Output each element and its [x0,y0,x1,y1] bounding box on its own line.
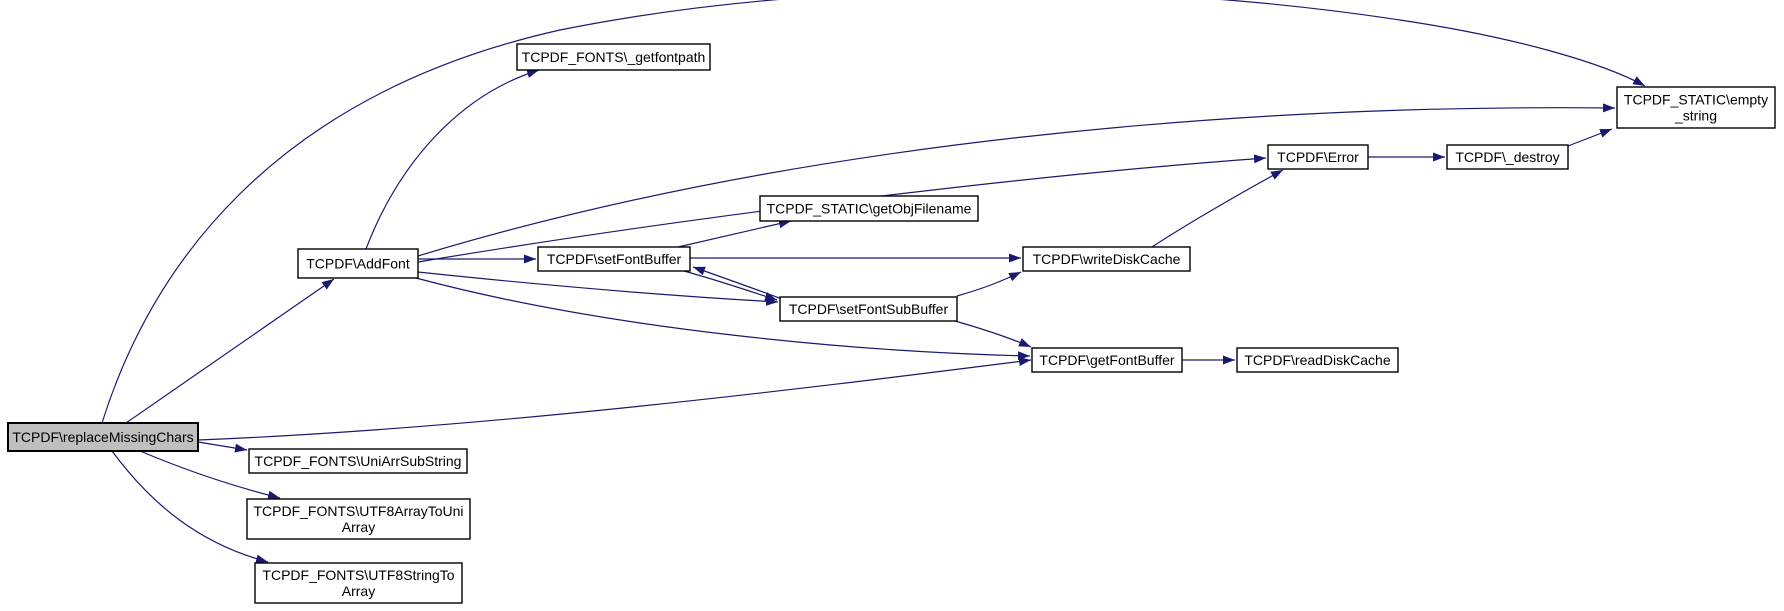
node-box[interactable] [1031,347,1183,373]
node-label: TCPDF_FONTS\UniArrSubString [255,453,462,469]
node-box[interactable] [759,195,979,222]
edge-AddFont-to-getFontBuffer [415,277,1031,361]
node-Error[interactable]: TCPDF\Error [1267,144,1369,170]
node-setFontBuffer[interactable]: TCPDF\setFontBuffer [537,246,691,272]
node-box[interactable] [1616,86,1776,129]
node-label: Array [342,519,375,535]
node-label: TCPDF_FONTS\UTF8StringTo [262,567,454,583]
node-box[interactable] [1267,144,1369,170]
node-writeDiskCache[interactable]: TCPDF\writeDiskCache [1022,246,1191,272]
node-destroy[interactable]: TCPDF\_destroy [1446,144,1569,170]
node-label: TCPDF\setFontBuffer [547,251,682,267]
node-setFontSubBuffer[interactable]: TCPDF\setFontSubBuffer [779,296,958,322]
node-box[interactable] [779,296,958,322]
node-label: TCPDF_FONTS\UTF8ArrayToUni [253,503,463,519]
node-getfontpath[interactable]: TCPDF_FONTS\_getfontpath [516,43,711,71]
node-label: TCPDF_STATIC\getObjFilename [767,201,972,217]
node-box[interactable] [516,43,711,71]
edge-AddFont-to-setFontSubBuffer [417,271,779,306]
node-box[interactable] [254,562,463,604]
node-label: TCPDF_FONTS\_getfontpath [522,49,706,65]
edges-layer [101,0,1646,564]
node-label: TCPDF\readDiskCache [1244,352,1390,368]
edge-replaceMissingChars-to-getFontBuffer [197,357,1032,441]
node-box[interactable] [537,246,691,272]
node-box[interactable] [297,248,419,279]
edge-replaceMissingChars-to-UTF8StringToArray [111,450,269,564]
node-label: TCPDF\getFontBuffer [1039,352,1174,368]
edge-setFontBuffer-to-setFontSubBuffer [683,270,778,301]
edge-destroy-to-empty_string [1567,128,1613,147]
node-label: TCPDF\Error [1277,149,1359,165]
node-label: TCPDF\replaceMissingChars [12,429,193,445]
edge-writeDiskCache-to-Error [1151,169,1284,248]
node-getFontBuffer[interactable]: TCPDF\getFontBuffer [1031,347,1183,373]
node-readDiskCache[interactable]: TCPDF\readDiskCache [1236,347,1399,373]
edge-replaceMissingChars-to-empty_string [101,0,1646,424]
node-empty_string[interactable]: TCPDF_STATIC\empty_string [1616,86,1776,129]
edge-replaceMissingChars-to-UTF8ArrayToUniArray [139,450,281,500]
node-label: TCPDF_STATIC\empty [1624,92,1768,108]
node-getObjFilename[interactable]: TCPDF_STATIC\getObjFilename [759,195,979,222]
edge-setFontSubBuffer-to-getFontBuffer [954,320,1032,348]
node-box[interactable] [246,498,471,540]
node-UniArrSubString[interactable]: TCPDF_FONTS\UniArrSubString [248,448,468,474]
node-box[interactable] [1236,347,1399,373]
node-box[interactable] [1446,144,1569,170]
node-box[interactable] [1022,246,1191,272]
edge-AddFont-to-empty_string [417,103,1616,257]
node-label: TCPDF\setFontSubBuffer [789,301,949,317]
node-box[interactable] [248,448,468,474]
node-box [7,422,199,452]
edge-replaceMissingChars-to-UniArrSubString [197,441,248,453]
edge-setFontSubBuffer-to-setFontBuffer [692,266,783,300]
node-label: TCPDF\_destroy [1455,149,1559,165]
nodes-layer: TCPDF\replaceMissingChars TCPDF_FONTS\_ge… [7,43,1776,604]
edge-setFontSubBuffer-to-writeDiskCache [956,271,1022,297]
node-label: _string [1674,108,1717,124]
node-replaceMissingChars: TCPDF\replaceMissingChars [7,422,199,452]
node-AddFont[interactable]: TCPDF\AddFont [297,248,419,279]
node-label: Array [342,583,375,599]
node-label: TCPDF\writeDiskCache [1033,251,1181,267]
edge-AddFont-to-getfontpath [365,69,540,250]
edge-setFontBuffer-to-getObjFilename [677,219,792,248]
edge-replaceMissingChars-to-AddFont [125,278,335,424]
node-label: TCPDF\AddFont [306,256,410,272]
